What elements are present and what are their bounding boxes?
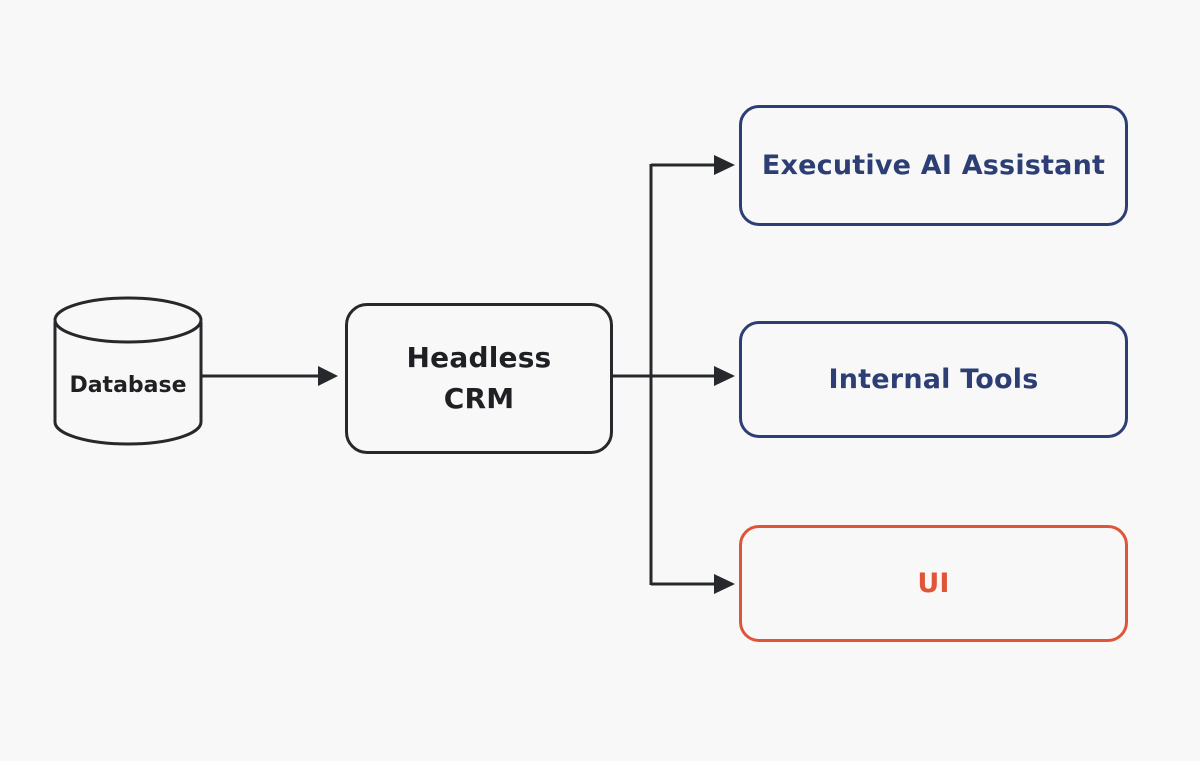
headless-crm-node: Headless CRM — [345, 303, 613, 454]
arrowhead-internal-tools — [714, 366, 735, 386]
database-cylinder-top — [53, 296, 203, 344]
arrowhead-executive — [714, 155, 735, 175]
database-cylinder-icon — [53, 296, 203, 446]
ui-label: UI — [917, 567, 950, 599]
internal-tools-label: Internal Tools — [828, 363, 1039, 395]
edge-database-to-crm — [202, 366, 338, 386]
headless-crm-label: Headless CRM — [406, 340, 552, 415]
internal-tools-node: Internal Tools — [739, 321, 1128, 438]
ui-node: UI — [739, 525, 1128, 642]
arrowhead-ui — [714, 574, 735, 594]
edges-crm-to-outputs — [613, 163, 716, 586]
database-cylinder-body — [53, 322, 203, 446]
executive-ai-assistant-node: Executive AI Assistant — [739, 105, 1128, 226]
database-label: Database — [69, 373, 187, 398]
executive-ai-assistant-label: Executive AI Assistant — [761, 149, 1106, 181]
